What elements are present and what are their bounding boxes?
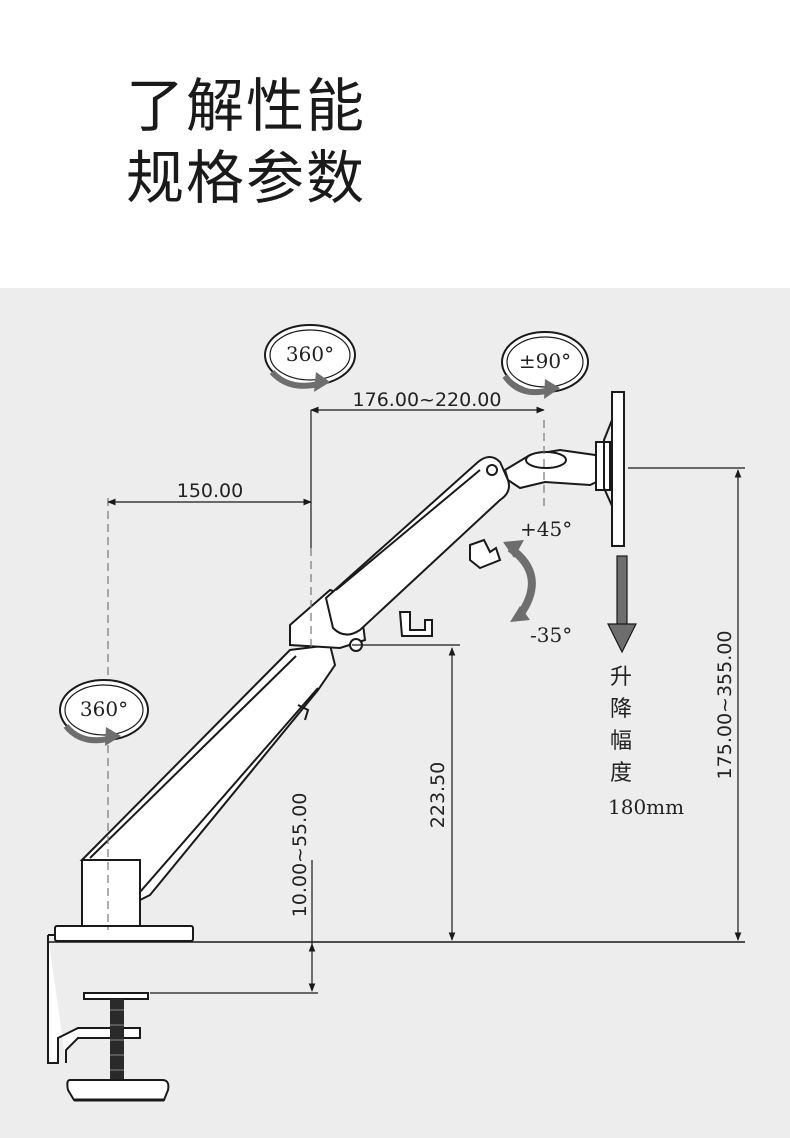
rotation-tilt-icon: ±90° xyxy=(501,331,589,399)
tilt-up-label: +45° xyxy=(520,517,572,541)
lift-label-char-2: 降 xyxy=(610,697,632,722)
rotation-base-icon: 360° xyxy=(59,679,149,746)
rotation-tilt-label: ±90° xyxy=(519,349,571,373)
header: 了解性能 规格参数 xyxy=(0,0,790,288)
mount-pole xyxy=(81,859,141,927)
tilt-down-label: -35° xyxy=(530,623,572,647)
dim-clamp-range: 10.00~55.00 xyxy=(289,793,311,918)
upper-arm xyxy=(324,456,510,637)
rotation-middle-icon: 360° xyxy=(264,324,356,392)
lift-value: 180mm xyxy=(608,795,684,819)
tilt-head xyxy=(503,391,625,547)
tilt-arrow-icon xyxy=(503,540,536,622)
desk-clamp xyxy=(47,925,194,1102)
lift-label-char-3: 幅 xyxy=(610,729,632,754)
dim-joint-height: 223.50 xyxy=(427,762,449,828)
rotation-middle-label: 360° xyxy=(286,342,334,366)
page-title-line2: 规格参数 xyxy=(126,144,367,212)
page-title-line1: 了解性能 xyxy=(126,72,367,140)
lift-label-char-4: 度 xyxy=(610,761,632,786)
lift-arrow-icon xyxy=(607,555,637,654)
rotation-base-label: 360° xyxy=(80,697,128,721)
lower-arm xyxy=(79,643,337,902)
lift-label-char-1: 升 xyxy=(610,665,632,690)
dim-horizontal-arm: 176.00~220.00 xyxy=(353,389,502,411)
dim-total-height: 175.00~355.00 xyxy=(714,631,736,780)
dim-base-offset: 150.00 xyxy=(177,480,243,502)
